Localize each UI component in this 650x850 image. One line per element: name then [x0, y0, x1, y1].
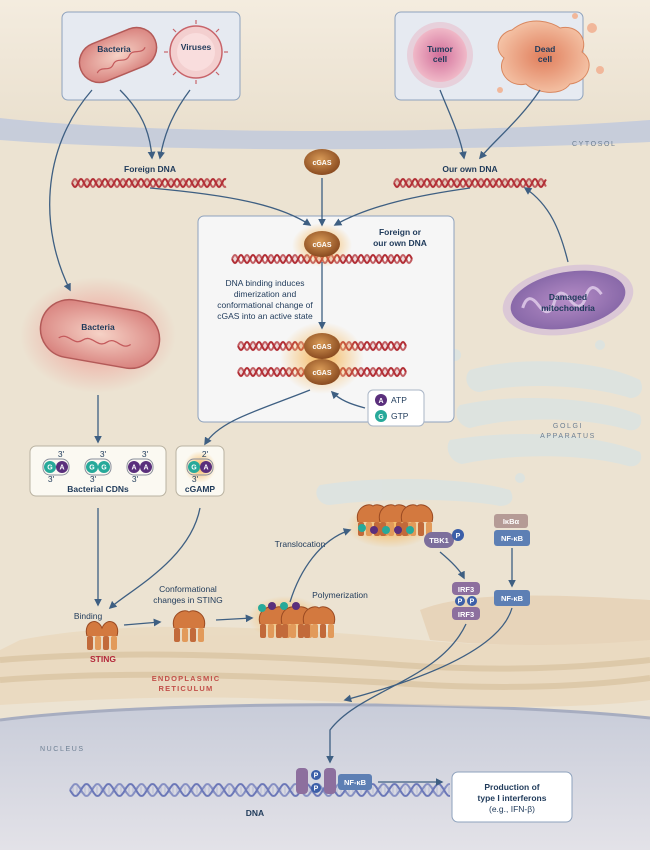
irf3-label-1: IRF3 — [458, 585, 474, 594]
binding-label: Binding — [74, 611, 103, 621]
dead-cell — [497, 13, 604, 93]
atp-label: ATP — [391, 395, 407, 405]
translocation-label: Translocation — [275, 539, 326, 549]
cdn-1-right: A — [59, 465, 64, 472]
atp-letter: A — [378, 398, 383, 405]
dna-label: DNA — [246, 808, 264, 818]
cdn-2-bottom: 3' — [90, 474, 97, 484]
desc-1: DNA binding induces — [226, 278, 305, 288]
cdn-3-top: 3' — [142, 449, 149, 459]
dna-foreign — [71, 177, 227, 189]
binding-title-1: Foreign or — [379, 227, 422, 237]
cgamp-bottom: 3' — [192, 474, 199, 484]
bacterium-cytosolic — [39, 298, 161, 370]
nuc-p-2: P — [314, 786, 319, 793]
desc-3: conformational change of — [217, 300, 313, 310]
tbk1-label: TBK1 — [429, 536, 449, 545]
binding-title-2: our own DNA — [373, 238, 427, 248]
irf3-p-2: P — [470, 599, 475, 606]
desc-4: cGAS into an active state — [217, 311, 313, 321]
damaged-mitochondria — [502, 264, 634, 336]
tumor-cell — [407, 22, 473, 88]
cdn-1-bottom: 3' — [48, 474, 55, 484]
tumor-cell-label-1: Tumor — [427, 44, 454, 54]
tumor-cell-label-2: cell — [433, 54, 447, 64]
bacteria-label-cytosol: Bacteria — [81, 322, 115, 332]
foreign-dna-label: Foreign DNA — [124, 164, 176, 174]
golgi-label-1: GOLGI — [553, 423, 583, 430]
production-line-1: Production of — [484, 782, 539, 792]
cgamp-top: 2' — [202, 449, 209, 459]
nfkb-label-nuc: NF-κB — [344, 778, 367, 787]
dead-cell-label-1: Dead — [535, 44, 556, 54]
cdn-3-bottom: 3' — [132, 474, 139, 484]
gtp-label: GTP — [391, 411, 409, 421]
cgas-inactive — [304, 149, 340, 175]
bacterium-extracellular — [78, 26, 158, 84]
cdn-label: Bacterial CDNs — [67, 484, 129, 494]
own-dna-label: Our own DNA — [442, 164, 497, 174]
dead-cell-label-2: cell — [538, 54, 552, 64]
cdn-1-left: G — [47, 465, 53, 472]
cdn-1-top: 3' — [58, 449, 65, 459]
er-label-1: ENDOPLASMIC — [152, 674, 221, 683]
production-line-3: (e.g., IFN-β) — [489, 804, 535, 814]
golgi-label-2: APPARATUS — [540, 433, 596, 440]
conformational-label-1: Conformational — [159, 584, 217, 594]
cgas-label-dimer-2: cGAS — [312, 370, 331, 377]
nfkb-label-1: NF-κB — [501, 534, 524, 543]
sting-polymer — [248, 596, 336, 640]
cdn-3-right: A — [143, 465, 148, 472]
golgi-apparatus — [316, 340, 642, 506]
production-line-2: type I interferons — [478, 793, 547, 803]
pathway-arrows — [49, 89, 569, 786]
cdn-2-left: G — [89, 465, 95, 472]
bacteria-label-top: Bacteria — [97, 44, 131, 54]
polymerization-label: Polymerization — [312, 590, 368, 600]
virus-particle — [164, 20, 228, 84]
er-label-2: RETICULUM — [159, 684, 214, 693]
gtp-letter: G — [378, 414, 384, 421]
cytosol-label: CYTOSOL — [572, 141, 617, 148]
cgas-label-free: cGAS — [312, 160, 331, 167]
viruses-label: Viruses — [181, 42, 212, 52]
irf3-p-1: P — [458, 599, 463, 606]
conformational-label-2: changes in STING — [153, 595, 222, 605]
irf3-label-2: IRF3 — [458, 610, 474, 619]
nucleus-label: NUCLEUS — [40, 746, 85, 753]
cgamp-left: G — [191, 465, 197, 472]
cgas-label-dimer-1: cGAS — [312, 344, 331, 351]
desc-2: dimerization and — [234, 289, 297, 299]
cdn-2-right: G — [101, 465, 107, 472]
nuc-p-1: P — [314, 773, 319, 780]
cdn-2-top: 3' — [100, 449, 107, 459]
er-membrane-texture — [0, 595, 650, 707]
sting-label: STING — [90, 654, 116, 664]
nfkb-label-2: NF-κB — [501, 594, 524, 603]
mito-label-2: mitochondria — [541, 303, 595, 313]
cdn-3-left: A — [131, 465, 136, 472]
sting-conformational — [172, 610, 206, 642]
tbk1-phospho: P — [456, 533, 461, 540]
sting-dimer-bound — [85, 621, 119, 650]
cgamp-right: A — [203, 465, 208, 472]
mito-label-1: Damaged — [549, 292, 587, 302]
cgas-label-bound: cGAS — [312, 242, 331, 249]
ikba-label: IκBα — [503, 517, 520, 526]
sting-golgi — [346, 504, 434, 548]
cgamp-label: cGAMP — [185, 484, 216, 494]
dna-own — [393, 177, 547, 189]
